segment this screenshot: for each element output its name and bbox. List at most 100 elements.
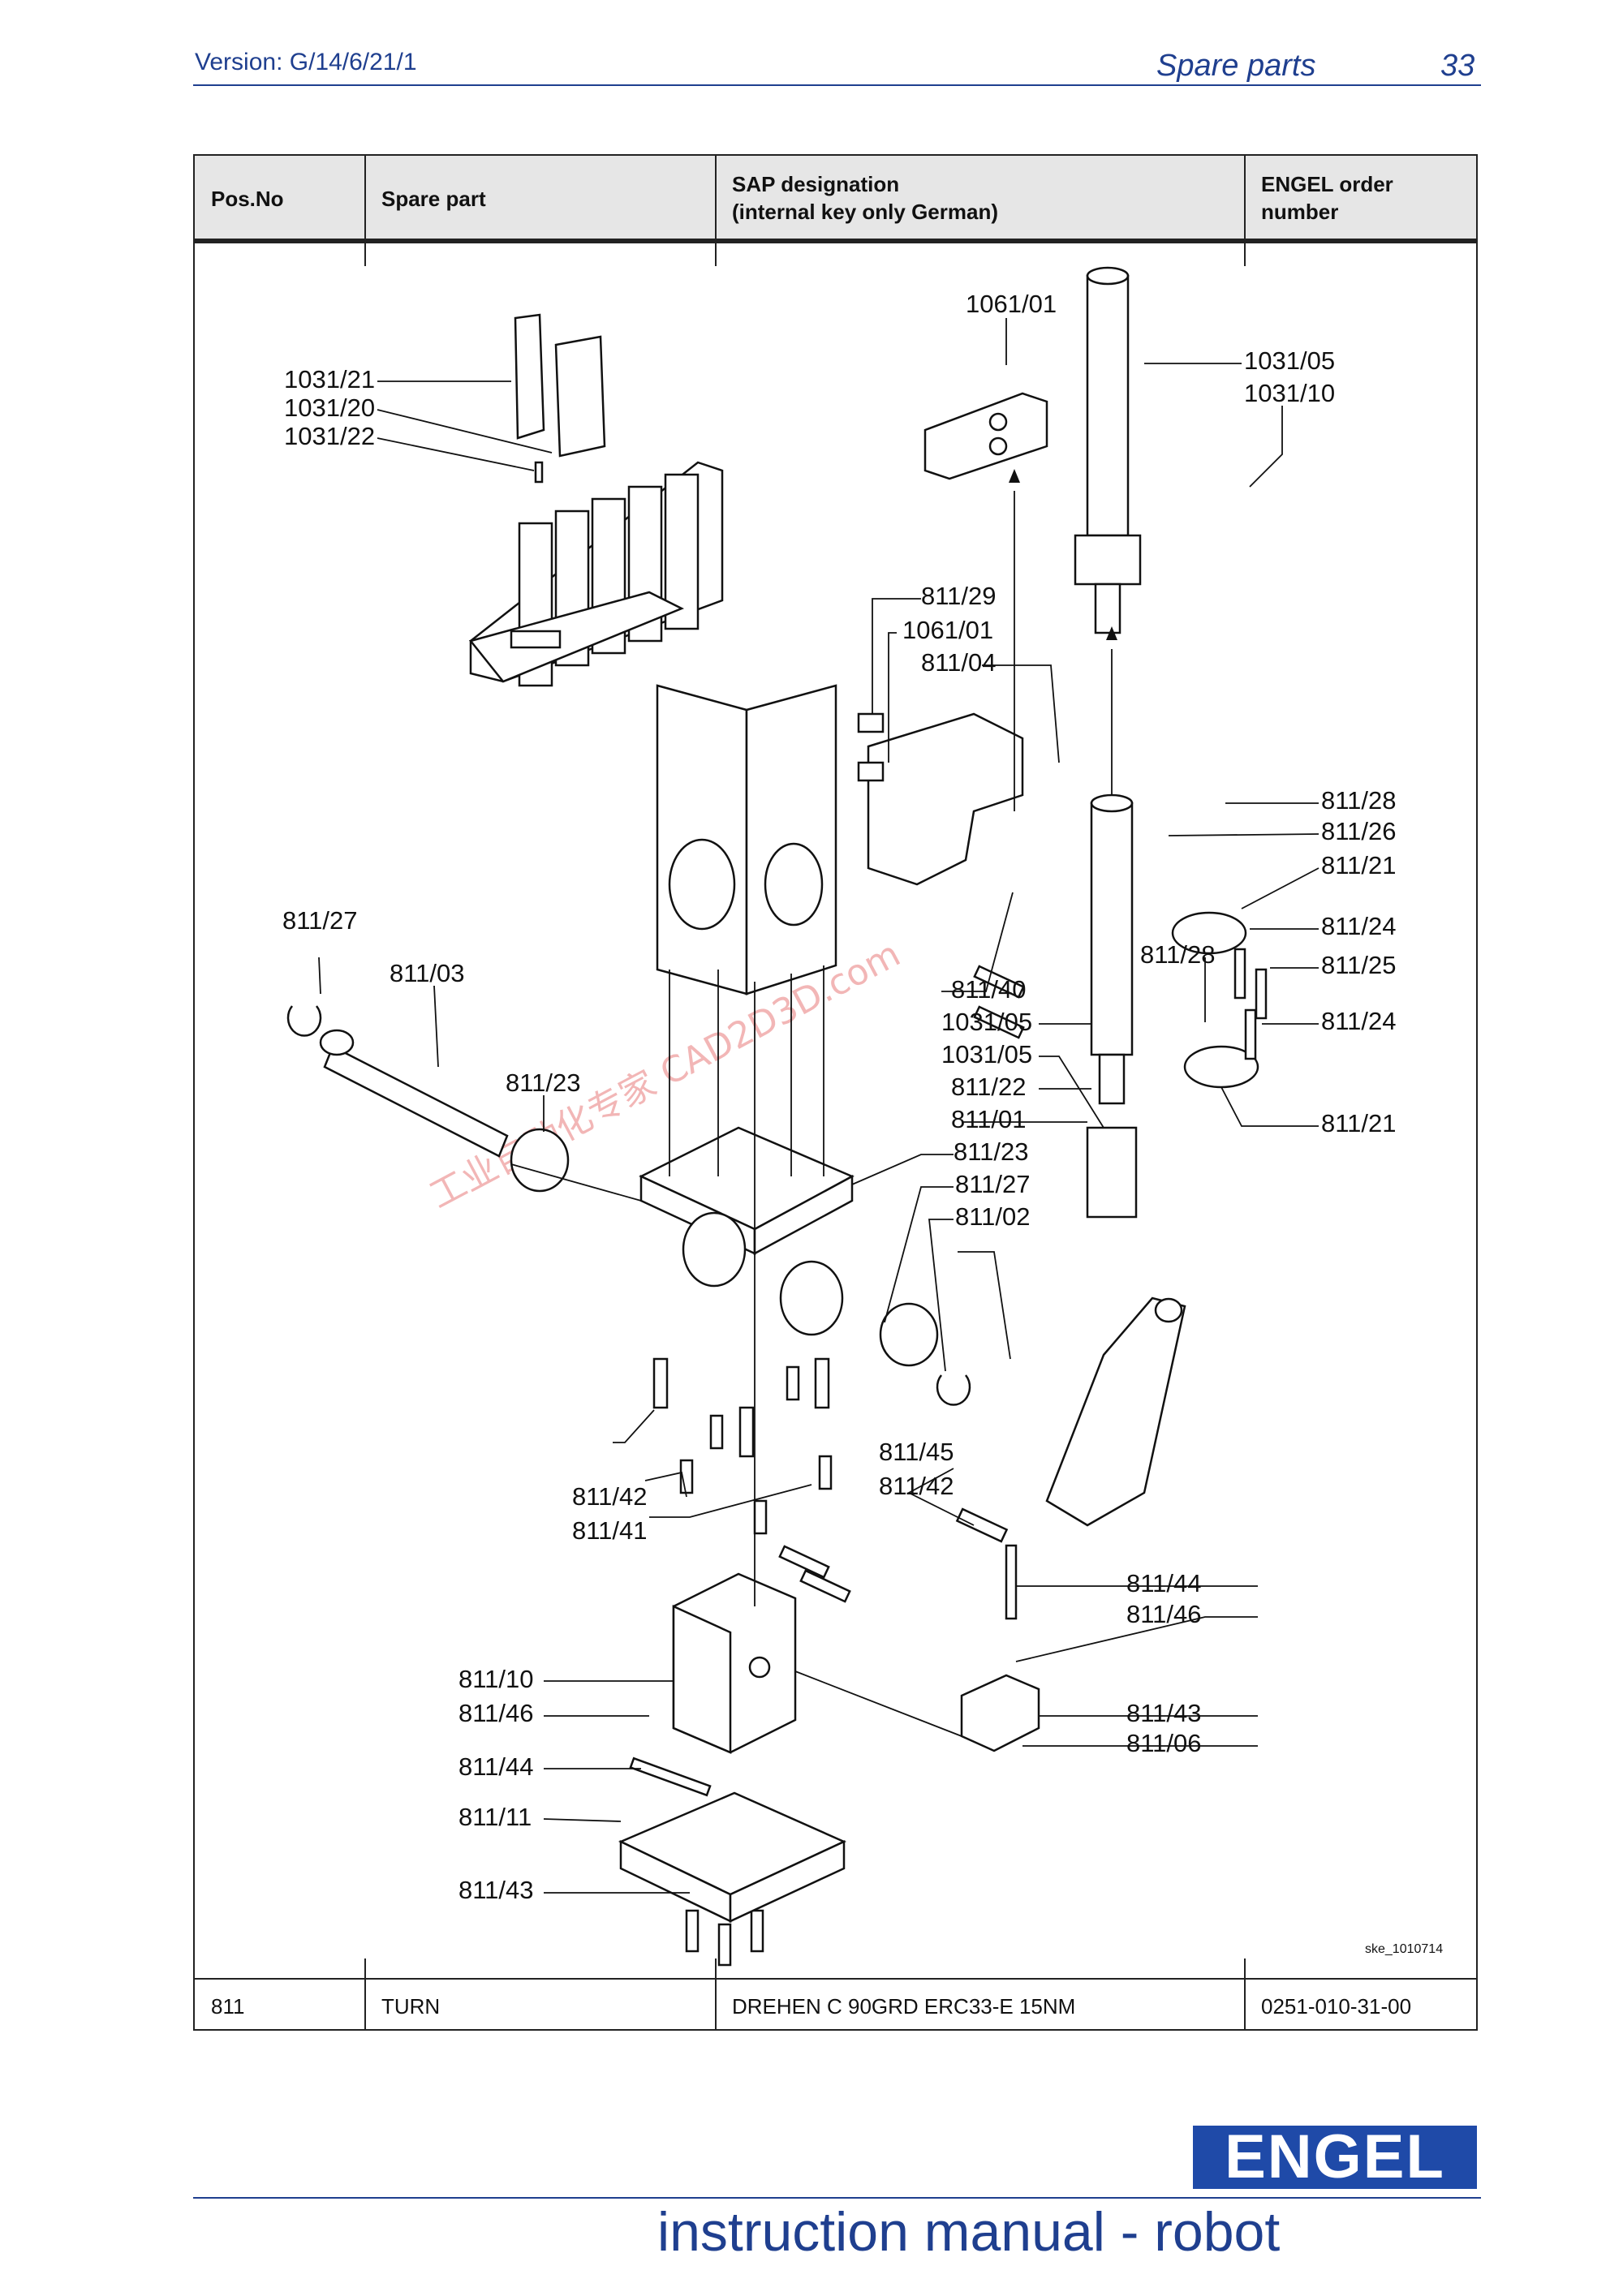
callout-label: 811/10	[458, 1665, 534, 1693]
callout-label: 811/41	[572, 1516, 648, 1545]
valve-terminal	[468, 461, 724, 687]
callout-label: 1031/10	[1244, 379, 1335, 407]
column-header-spare-part: Spare part	[381, 187, 486, 211]
callout-label: 811/21	[1321, 851, 1397, 879]
column-header-sap-line2: (internal key only German)	[732, 200, 998, 224]
callout-label: 1031/20	[284, 393, 375, 422]
screws-group	[629, 965, 1025, 1967]
row-spare-part: TURN	[381, 1994, 441, 2019]
arrow-marker	[1009, 469, 1020, 483]
callout-label: 1031/05	[941, 1040, 1032, 1068]
callout-label: 811/21	[1321, 1109, 1397, 1137]
sensor-part	[1244, 1008, 1257, 1060]
turning-plate	[639, 1126, 855, 1336]
footer-divider	[193, 2197, 1481, 2199]
callout-label: 811/24	[1321, 1007, 1397, 1035]
row-sap-designation: DREHEN C 90GRD ERC33-E 15NM	[732, 1994, 1076, 2019]
header-divider	[193, 84, 1481, 86]
callout-label: 811/43	[458, 1876, 534, 1904]
callout-label: 811/02	[955, 1202, 1031, 1231]
column-tick	[1244, 243, 1246, 266]
callout-label: 811/24	[1321, 912, 1397, 940]
callout-label: 811/03	[390, 959, 465, 987]
circlip-part	[286, 1005, 322, 1037]
column-tick	[715, 243, 717, 266]
cylinder-lower	[1090, 793, 1134, 1105]
page-number: 33	[1440, 49, 1475, 83]
callout-label: 811/46	[458, 1699, 534, 1727]
callout-label: 1061/01	[902, 616, 993, 644]
shaft-part	[319, 1029, 509, 1158]
callout-label: 811/45	[879, 1438, 954, 1466]
clevis-part	[1086, 1126, 1138, 1219]
callout-label: 1031/22	[284, 422, 375, 450]
row-pos-no: 811	[211, 1994, 245, 2019]
callout-label: 811/27	[282, 906, 358, 935]
table-header-rule	[195, 239, 1476, 243]
clamp-block	[672, 1572, 797, 1754]
callout-label: 811/46	[1126, 1600, 1202, 1628]
callout-label: 811/43	[1126, 1699, 1202, 1727]
table-header	[195, 156, 1476, 240]
column-header-sap-designation: SAP designation (internal key only Germa…	[732, 170, 998, 226]
callout-label: 811/42	[572, 1482, 648, 1511]
callout-label: 811/22	[951, 1073, 1027, 1101]
column-header-order-line2: number	[1261, 200, 1339, 224]
callout-label: 811/23	[506, 1068, 581, 1097]
spare-parts-table	[193, 154, 1478, 2031]
section-title: Spare parts	[1156, 49, 1316, 83]
callout-label: 811/27	[955, 1170, 1031, 1198]
sensor-ring-part	[1171, 911, 1247, 955]
column-tick	[1244, 1958, 1246, 1978]
column-divider	[715, 1978, 717, 2029]
cylinder-upper	[1074, 266, 1142, 634]
row-order-number: 0251-010-31-00	[1261, 1994, 1412, 2019]
callout-label: 811/44	[1126, 1569, 1202, 1597]
assembly-lines	[510, 491, 1113, 1737]
cover-part	[554, 335, 606, 458]
leader-lines	[318, 318, 1319, 1894]
callout-label: 811/26	[1321, 817, 1397, 845]
drawing-id-label: ske_1010714	[1365, 1942, 1443, 1956]
column-divider	[1244, 156, 1246, 240]
bearing-part	[879, 1302, 939, 1367]
column-divider	[715, 156, 717, 240]
column-divider	[364, 156, 366, 240]
column-tick	[364, 243, 366, 266]
sensor-part	[1233, 948, 1246, 1000]
lever-arm	[1045, 1296, 1186, 1527]
arrow-marker	[1106, 626, 1117, 640]
callout-label: 811/42	[879, 1472, 954, 1500]
callout-label: 811/28	[1140, 940, 1216, 969]
callout-label: 811/06	[1126, 1729, 1202, 1757]
callout-label: 1031/05	[941, 1008, 1032, 1036]
manual-title: instruction manual - robot	[657, 2201, 1281, 2263]
column-header-sap-line1: SAP designation	[732, 172, 900, 196]
end-plate-part	[514, 313, 545, 440]
plug-part	[534, 461, 544, 484]
base-plate	[618, 1791, 847, 1923]
circlip-part	[936, 1374, 971, 1406]
column-header-order-line1: ENGEL order	[1261, 172, 1393, 196]
version-label: Version: G/14/6/21/1	[195, 49, 417, 75]
column-profile	[656, 684, 837, 995]
block-part-1061-01	[923, 392, 1048, 480]
column-divider	[364, 1978, 366, 2029]
callout-label: 1031/05	[1244, 346, 1335, 375]
callout-label: 811/29	[921, 582, 997, 610]
column-header-order-number: ENGEL order number	[1261, 170, 1393, 226]
bracket-part	[857, 712, 1024, 886]
sensor-part	[1255, 968, 1268, 1020]
column-tick	[715, 1958, 717, 1978]
column-tick	[364, 1958, 366, 1978]
callout-label: 811/44	[458, 1752, 534, 1781]
engel-logo: ENGEL	[1193, 2126, 1477, 2189]
callout-label: 811/11	[458, 1803, 532, 1831]
callout-label: 811/23	[954, 1137, 1029, 1166]
callout-label: 811/01	[951, 1105, 1027, 1133]
callout-label: 811/25	[1321, 951, 1397, 979]
callout-label: 1061/01	[966, 290, 1057, 318]
callout-label: 811/40	[951, 975, 1027, 1004]
column-divider	[1244, 1978, 1246, 2029]
bearing-part	[510, 1128, 570, 1193]
